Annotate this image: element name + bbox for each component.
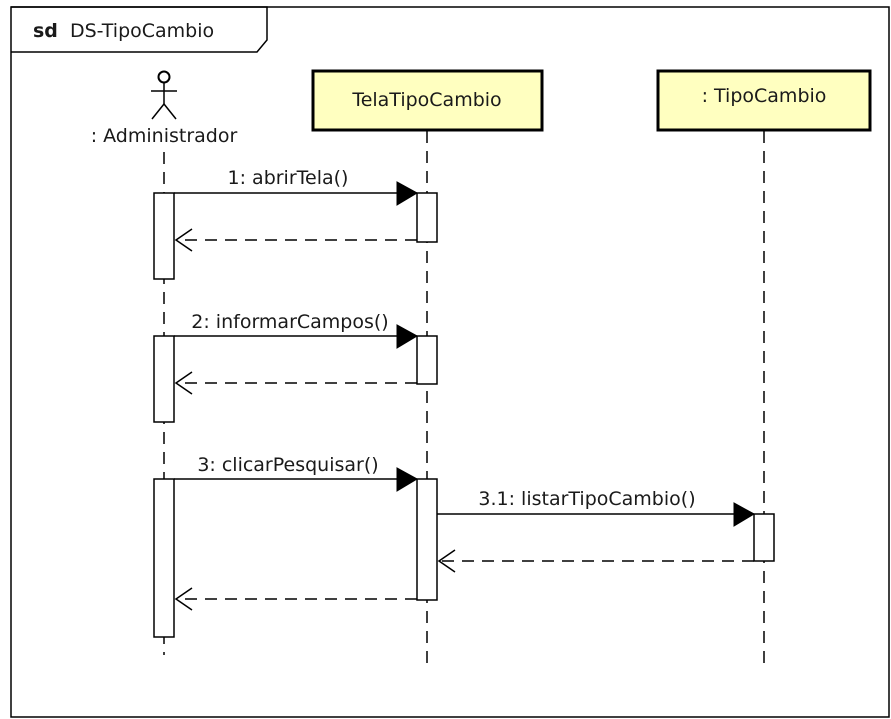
activation-bar — [153, 335, 175, 423]
lifeline-label: : TipoCambio — [702, 85, 827, 107]
message-listar-tipo-cambio: 3.1: listarTipoCambio() — [437, 488, 756, 527]
arrowhead-open-icon — [437, 549, 456, 573]
arrowhead-open-icon — [174, 371, 193, 395]
arrowhead-filled-icon — [396, 467, 419, 492]
return-message — [174, 587, 417, 611]
return-message — [174, 371, 417, 395]
return-message — [437, 549, 754, 573]
message-clicar-pesquisar: 3: clicarPesquisar() — [174, 454, 419, 492]
message-label: 1: abrirTela() — [228, 167, 349, 189]
lifeline-tipo-cambio: : TipoCambio — [656, 69, 872, 665]
arrowhead-filled-icon — [396, 181, 419, 206]
activation-bar — [416, 192, 438, 243]
activation-bar — [416, 335, 438, 385]
frame-label-tab — [11, 6, 268, 53]
return-message — [174, 228, 417, 252]
message-label: 2: informarCampos() — [191, 311, 388, 333]
arrowhead-open-icon — [174, 587, 193, 611]
frame-title: sd DS-TipoCambio — [33, 20, 214, 42]
actor-label: : Administrador — [91, 125, 238, 147]
arrowhead-open-icon — [174, 228, 193, 252]
arrowhead-filled-icon — [733, 502, 756, 527]
lifeline-head — [656, 69, 872, 132]
lifeline-label: TelaTipoCambio — [351, 89, 501, 111]
frame-name: DS-TipoCambio — [70, 20, 214, 42]
lifeline-head — [311, 69, 544, 132]
message-label: 3.1: listarTipoCambio() — [478, 488, 695, 510]
activation-bar — [416, 478, 438, 601]
activation-bar — [153, 478, 175, 638]
activation-bar — [153, 192, 175, 280]
arrowhead-filled-icon — [396, 324, 419, 349]
message-informar-campos: 2: informarCampos() — [174, 311, 419, 349]
activation-bar — [753, 513, 775, 562]
actor-icon — [151, 70, 177, 120]
message-abrir-tela: 1: abrirTela() — [174, 167, 419, 206]
message-label: 3: clicarPesquisar() — [197, 454, 378, 476]
frame-keyword: sd — [33, 20, 58, 42]
